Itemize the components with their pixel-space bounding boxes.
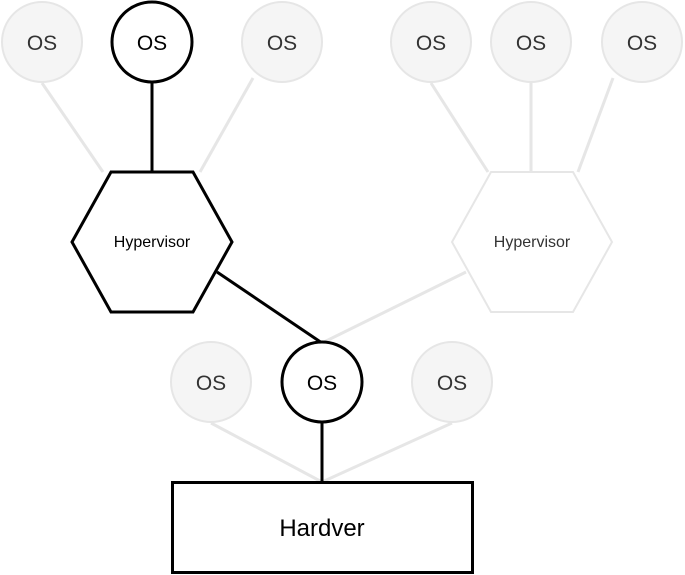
hypervisor-left: Hypervisor <box>70 170 234 314</box>
guest-os-left-2: OS <box>110 0 194 84</box>
os-label: OS <box>307 372 337 395</box>
guest-os-right-3: OS <box>601 1 683 83</box>
os-circle <box>280 340 364 424</box>
os-circle <box>411 341 493 423</box>
hypervisor-label: Hypervisor <box>494 234 571 251</box>
os-circle <box>601 1 683 83</box>
connector-guest-right-1 <box>429 82 490 173</box>
os-label: OS <box>627 32 657 55</box>
hypervisor-hexagon <box>70 170 234 314</box>
connectors <box>40 77 615 484</box>
hypervisor-right: Hypervisor <box>450 171 614 313</box>
hardware-label: Hardver <box>279 515 364 542</box>
hypervisor-hexagon <box>450 171 614 313</box>
os-circle <box>241 1 323 83</box>
host-os-2: OS <box>280 340 364 424</box>
guest-os-left-3: OS <box>241 1 323 83</box>
os-label: OS <box>516 32 546 55</box>
connector-host-os-1 <box>210 421 323 484</box>
connector-guest-left-3 <box>198 77 255 173</box>
guest-os-right-2: OS <box>490 1 572 83</box>
os-circle <box>490 1 572 83</box>
os-circle <box>170 341 252 423</box>
host-os-3: OS <box>411 341 493 423</box>
os-circle <box>1 1 83 83</box>
connector-guest-right-3 <box>576 77 615 173</box>
host-os-1: OS <box>170 341 252 423</box>
host-os-group: OS OS OS <box>170 340 493 424</box>
hardware-rect <box>171 481 474 574</box>
os-label: OS <box>437 372 467 395</box>
guest-os-left-1: OS <box>1 1 83 83</box>
guest-os-right-1: OS <box>390 1 472 83</box>
os-circle <box>390 1 472 83</box>
connector-guest-left-1 <box>40 82 105 173</box>
os-label: OS <box>196 372 226 395</box>
connector-hypervisor1-host <box>216 270 323 345</box>
guest-os-right-group: OS OS OS <box>390 1 683 83</box>
os-circle <box>110 0 194 84</box>
os-label: OS <box>27 32 57 55</box>
hypervisor-label: Hypervisor <box>114 234 191 251</box>
guest-os-left-group: OS OS OS <box>1 0 323 84</box>
connector-hypervisor2-host <box>321 270 467 345</box>
connector-host-os-3 <box>321 421 453 484</box>
os-label: OS <box>416 32 446 55</box>
hardware-box: Hardver <box>171 481 474 574</box>
os-label: OS <box>267 32 297 55</box>
os-label: OS <box>137 32 167 55</box>
